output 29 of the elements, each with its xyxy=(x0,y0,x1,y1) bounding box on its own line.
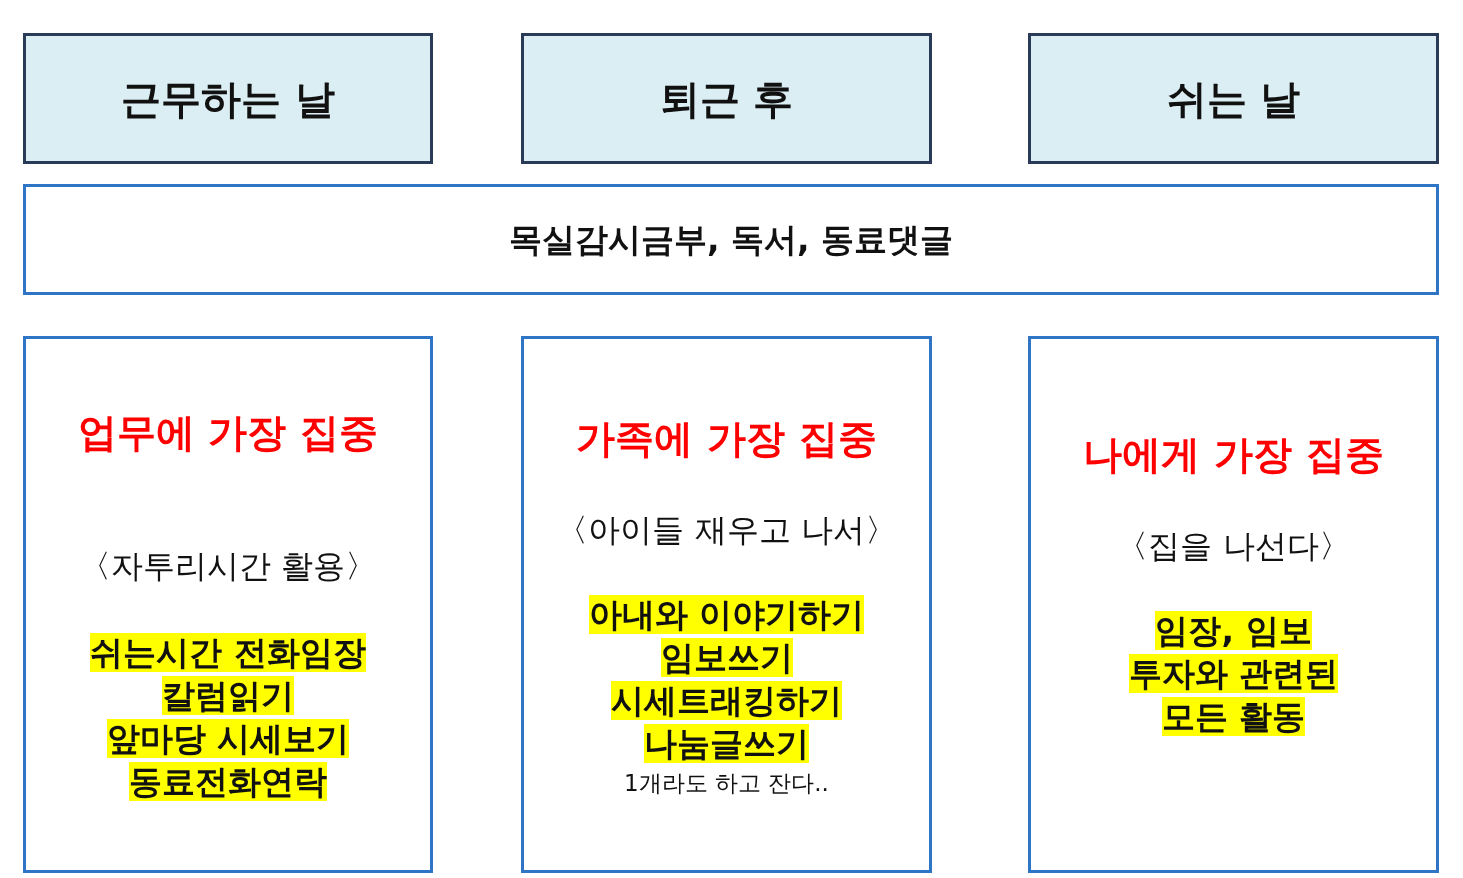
activity-text: 모든 활동 xyxy=(1161,697,1306,736)
closing-note: 1개라도 하고 잔다.. xyxy=(624,770,829,796)
focus-heading: 나에게 가장 집중 xyxy=(1083,432,1384,477)
activity-text: 쉬는시간 전화임장 xyxy=(90,633,366,672)
activity-text: 아내와 이야기하기 xyxy=(588,595,865,634)
focus-heading: 가족에 가장 집중 xyxy=(576,416,877,461)
day-header-box xyxy=(1028,33,1439,164)
activity-text: 칼럼읽기 xyxy=(162,676,294,715)
activity-text: 임보쓰기 xyxy=(660,638,793,677)
day-header-box xyxy=(521,33,932,164)
focus-heading: 업무에 가장 집중 xyxy=(77,410,379,455)
activity-text: 시세트래킹하기 xyxy=(611,681,842,720)
focus-panel xyxy=(23,336,433,873)
activity-text: 투자와 관련된 xyxy=(1128,654,1339,693)
focus-panel xyxy=(1028,336,1439,873)
day-label: 퇴근 후 xyxy=(659,74,794,124)
activity-text: 임장, 임보 xyxy=(1155,611,1312,650)
routine-band xyxy=(23,184,1439,295)
routine-text: 목실감시금부, 독서, 동료댓글 xyxy=(508,218,954,261)
day-label: 근무하는 날 xyxy=(121,74,335,124)
time-note: 〈아이들 재우고 나서〉 xyxy=(556,511,897,549)
time-note: 〈자투리시간 활용〉 xyxy=(78,547,378,585)
day-header-box xyxy=(23,33,433,164)
activity-text: 앞마당 시세보기 xyxy=(106,719,350,758)
time-note: 〈집을 나선다〉 xyxy=(1116,527,1351,565)
focus-panel xyxy=(521,336,932,873)
day-label: 쉬는 날 xyxy=(1166,74,1301,124)
activity-text: 나눔글쓰기 xyxy=(644,724,809,763)
activity-text: 동료전화연락 xyxy=(129,762,327,801)
